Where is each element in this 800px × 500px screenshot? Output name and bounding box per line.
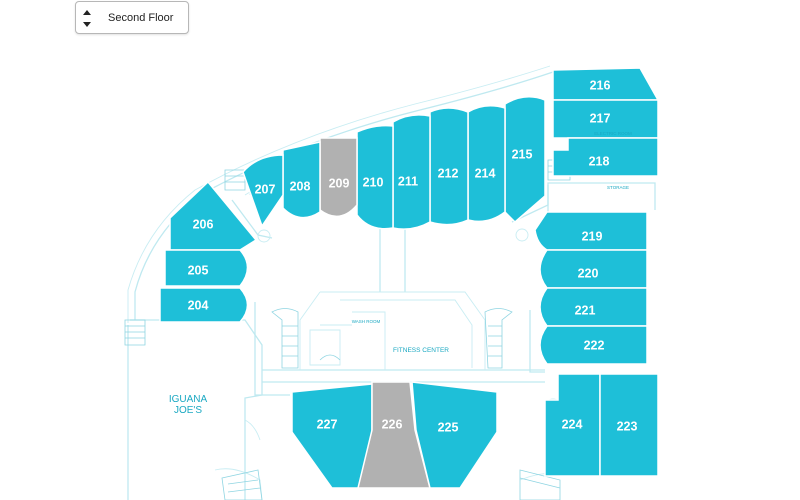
- area-labels: FITNESS CENTER IGUANA JOE'S STORAGE ELEC…: [169, 131, 632, 416]
- iguana-joes-label-line1: IGUANA: [169, 394, 208, 405]
- stairs: [124, 159, 571, 500]
- iguana-joes-label-line2: JOE'S: [174, 405, 202, 416]
- unit-216[interactable]: [552, 67, 660, 101]
- unit-212[interactable]: [429, 107, 469, 226]
- unit-218[interactable]: [552, 137, 659, 177]
- unit-206[interactable]: [169, 180, 258, 251]
- floor-selector-value: Second Floor: [108, 11, 174, 24]
- electric-room-label: ELECTRIC ROOM: [594, 131, 632, 136]
- unit-209[interactable]: [319, 137, 358, 218]
- unit-221[interactable]: [539, 287, 648, 327]
- unit-211[interactable]: [392, 114, 431, 230]
- unit-210[interactable]: [356, 124, 394, 230]
- unit-207[interactable]: [242, 154, 284, 228]
- unit-219[interactable]: [534, 211, 648, 251]
- unit-227[interactable]: [291, 383, 373, 489]
- unit-204[interactable]: [159, 287, 249, 323]
- unit-205[interactable]: [164, 249, 249, 287]
- unit-223[interactable]: [599, 373, 659, 477]
- unit-222[interactable]: [539, 325, 648, 365]
- unit-225[interactable]: [411, 381, 498, 489]
- units-layer: [159, 67, 660, 489]
- washroom-label: WASH ROOM: [352, 319, 381, 324]
- unit-214[interactable]: [467, 105, 506, 223]
- unit-220[interactable]: [539, 249, 648, 289]
- unit-208[interactable]: [282, 141, 321, 219]
- up-down-arrows-icon[interactable]: [76, 2, 98, 33]
- storage-label: STORAGE: [607, 185, 629, 190]
- unit-215[interactable]: [504, 96, 546, 224]
- arrow-up-icon[interactable]: [83, 10, 91, 15]
- arrow-down-icon[interactable]: [83, 22, 91, 27]
- unit-224[interactable]: [544, 373, 601, 477]
- floor-selector[interactable]: Second Floor: [75, 1, 189, 34]
- fitness-center-label: FITNESS CENTER: [393, 347, 449, 354]
